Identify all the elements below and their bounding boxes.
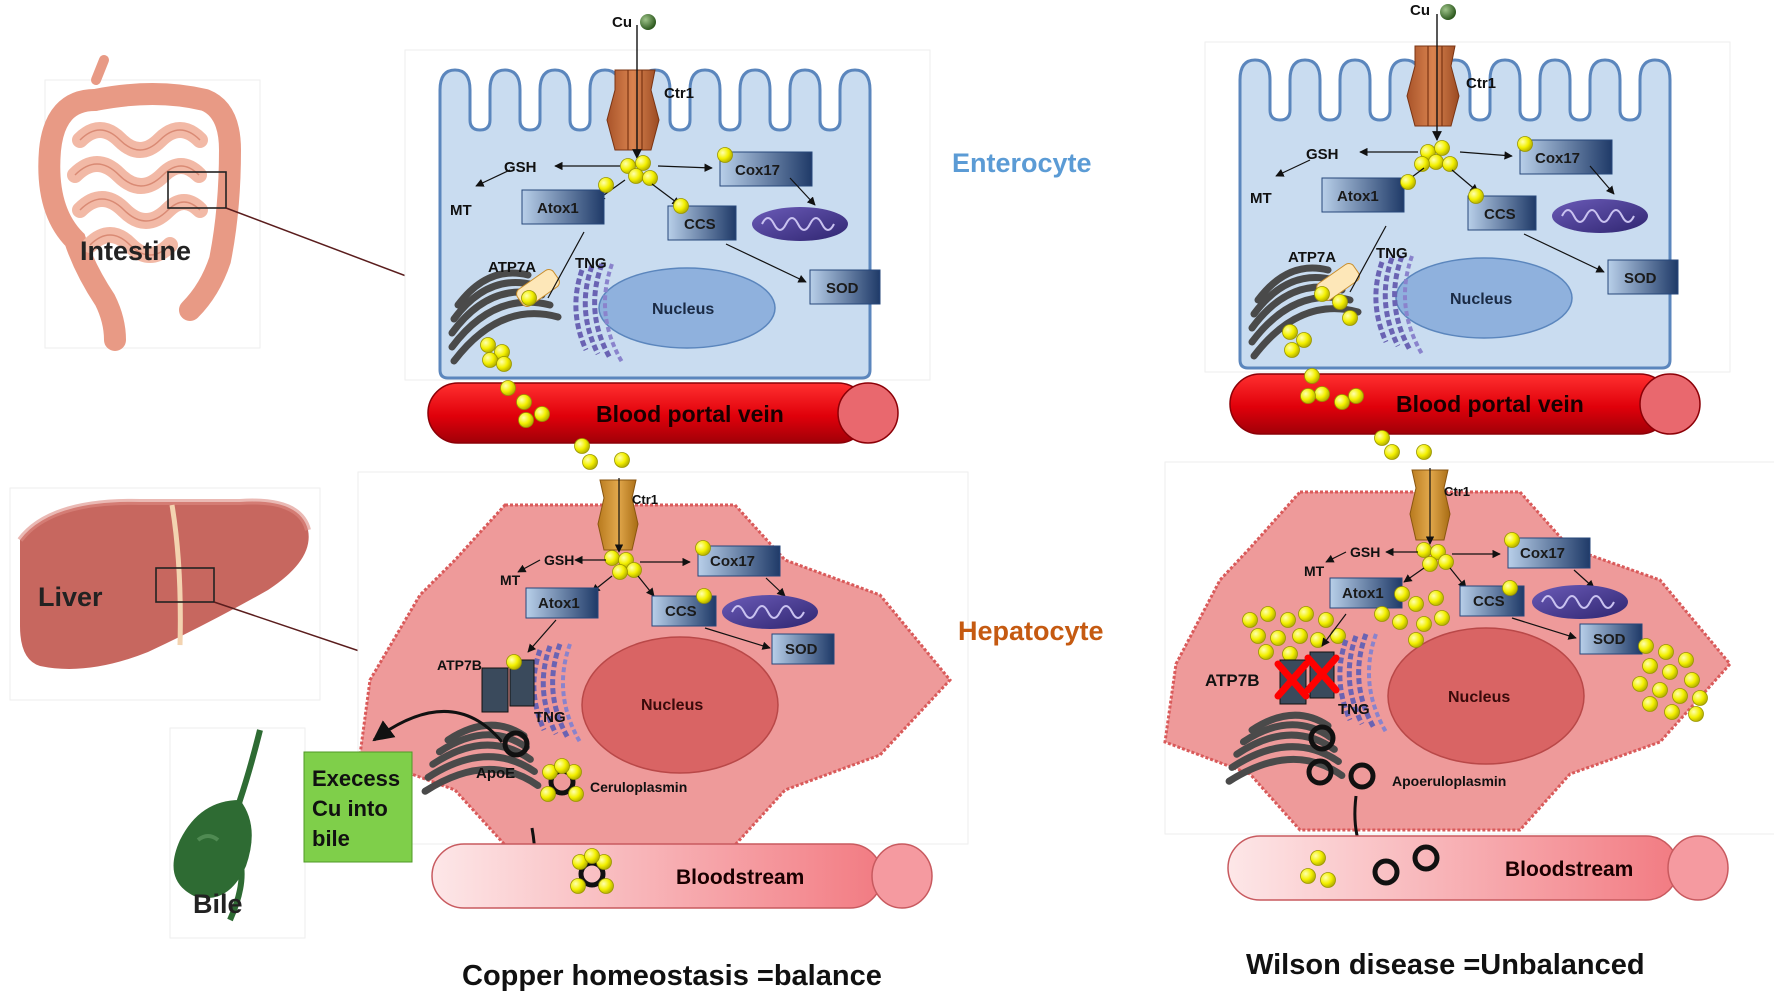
nucleus-label: Nucleus	[652, 301, 714, 318]
ccs-box-hepatocyte: CCS	[651, 595, 717, 627]
bloodstream-wilson: Bloodstream	[1227, 835, 1729, 901]
intestine-to-enterocyte-arrow	[225, 207, 424, 285]
svg-text:MT: MT	[1250, 190, 1272, 207]
ctr1-transporter-hepatocyte: Ctr1	[597, 479, 658, 551]
svg-text:TNG: TNG	[1338, 701, 1370, 718]
liver-zoom-box	[155, 567, 215, 603]
mitochondrion	[751, 206, 849, 242]
svg-text:Cox17: Cox17	[1535, 150, 1580, 167]
svg-text:SOD: SOD	[826, 280, 859, 297]
svg-text:Atox1: Atox1	[1342, 585, 1384, 602]
svg-text:Cox17: Cox17	[710, 553, 755, 570]
atox1-box-hepatocyte: Atox1	[525, 587, 599, 619]
intestine-zoom-box	[167, 171, 227, 209]
svg-text:Atox1: Atox1	[537, 200, 579, 217]
copper-atom-extracellular	[640, 14, 656, 30]
excretion-to-bile-arrow	[372, 710, 504, 743]
svg-text:GSH: GSH	[1350, 544, 1380, 560]
atox1-box: Atox1	[521, 189, 605, 225]
apoe-label: ApoE	[476, 765, 515, 782]
svg-text:Ctr1: Ctr1	[1466, 75, 1496, 92]
hepatocyte-title: Hepatocyte	[958, 616, 1104, 646]
caption-wilson: Wilson disease =Unbalanced	[1246, 949, 1645, 981]
svg-text:ATP7B: ATP7B	[1205, 671, 1259, 690]
atp7b-label: ATP7B	[437, 657, 482, 673]
svg-text:SOD: SOD	[1593, 631, 1626, 648]
cox17-box: Cox17	[719, 151, 813, 187]
bloodstream-normal: Bloodstream	[431, 843, 933, 909]
svg-text:Bloodstream: Bloodstream	[1505, 858, 1633, 881]
bile-label: Bile	[193, 889, 243, 919]
svg-text:TNG: TNG	[534, 709, 566, 726]
svg-text:GSH: GSH	[544, 552, 574, 568]
liver-illustration: Liver	[9, 487, 321, 701]
apoceruloplasmin-label: Apoeruloplasmin	[1392, 773, 1506, 789]
svg-text:Cox17: Cox17	[735, 162, 780, 179]
nucleus-enterocyte	[598, 267, 776, 349]
svg-text:Atox1: Atox1	[538, 595, 580, 612]
svg-text:bile: bile	[312, 826, 350, 851]
liver-label: Liver	[38, 582, 103, 612]
enterocyte-wilson: Ctr1 Cu GSH MT Atox1 Cox17 CCS SOD Nucle…	[1204, 2, 1731, 373]
atp7b-block-mark	[1274, 654, 1340, 700]
ctr1-label: Ctr1	[664, 85, 694, 102]
svg-text:Bloodstream: Bloodstream	[676, 866, 804, 889]
svg-text:Cox17: Cox17	[1520, 545, 1565, 562]
svg-text:GSH: GSH	[1306, 146, 1339, 163]
svg-text:Nucleus: Nucleus	[641, 697, 703, 714]
svg-text:SOD: SOD	[785, 641, 818, 658]
svg-text:TNG: TNG	[1376, 245, 1408, 262]
sod-box-hepatocyte: SOD	[771, 633, 835, 665]
liver-to-hepatocyte-arrow	[213, 601, 382, 661]
svg-text:CCS: CCS	[1484, 206, 1516, 223]
portal-vein-normal: Blood portal vein	[427, 380, 899, 444]
svg-text:Nucleus: Nucleus	[1448, 689, 1510, 706]
svg-text:MT: MT	[500, 572, 521, 588]
svg-text:Atox1: Atox1	[1337, 188, 1379, 205]
svg-text:CCS: CCS	[1473, 593, 1505, 610]
cu-label: Cu	[612, 14, 632, 31]
gsh-label: GSH	[504, 159, 537, 176]
hepatocyte-wilson: Ctr1 GSH MT Atox1 Cox17 CCS SOD Nucleus	[1163, 461, 1774, 835]
svg-text:Ctr1: Ctr1	[632, 492, 658, 507]
intestine-illustration: Intestine	[38, 55, 261, 351]
svg-text:ATP7A: ATP7A	[1288, 249, 1336, 266]
ctr1-transporter-enterocyte: Ctr1	[606, 69, 694, 151]
cox17-box-hepatocyte: Cox17	[697, 545, 781, 577]
caption-normal: Copper homeostasis =balance	[462, 960, 882, 992]
svg-text:CCS: CCS	[665, 603, 697, 620]
mt-label: MT	[450, 202, 472, 219]
svg-text:Ctr1: Ctr1	[1444, 484, 1470, 499]
svg-text:MT: MT	[1304, 563, 1325, 579]
hepatocyte-normal: Ctr1 GSH MT Atox1 Cox17 CCS SOD	[357, 471, 969, 847]
svg-text:Execess: Execess	[312, 766, 400, 791]
enterocyte-normal: Ctr1 Cu GSH MT Atox1 Cox17 CCS	[404, 14, 931, 381]
sod-box: SOD	[809, 269, 881, 305]
svg-text:Cu: Cu	[1410, 2, 1430, 19]
atp7b-transporter	[481, 667, 509, 713]
portal-vein-label: Blood portal vein	[596, 401, 784, 427]
excess-cu-box: Execess Cu into bile	[303, 751, 413, 863]
svg-text:CCS: CCS	[684, 216, 716, 233]
svg-text:Nucleus: Nucleus	[1450, 291, 1512, 308]
enterocyte-title: Enterocyte	[952, 148, 1092, 178]
svg-text:Blood portal vein: Blood portal vein	[1396, 391, 1584, 417]
svg-text:Cu into: Cu into	[312, 796, 388, 821]
gallbladder-illustration: Bile	[169, 727, 306, 939]
ceruloplasmin-label: Ceruloplasmin	[590, 779, 687, 795]
svg-text:SOD: SOD	[1624, 270, 1657, 287]
atp7a-label: ATP7A	[488, 259, 536, 276]
tng-label: TNG	[575, 255, 607, 272]
portal-vein-wilson: Blood portal vein	[1229, 368, 1701, 435]
intestine-label: Intestine	[80, 236, 191, 266]
nucleus-hepatocyte	[581, 636, 779, 774]
